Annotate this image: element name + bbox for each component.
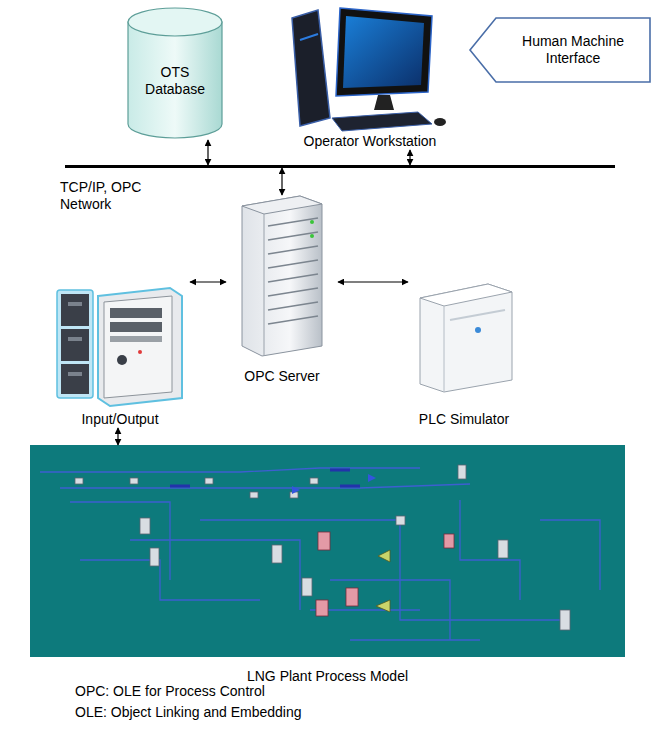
node-label: LNG Plant Process Model [247, 668, 408, 685]
workstation-node: Operator Workstation [290, 4, 450, 150]
hmi-callout: Human Machine Interface [470, 18, 650, 82]
node-label: PLC Simulator [419, 411, 509, 428]
network-bus: TCP/IP, OPC Network [65, 165, 615, 168]
io-node: Input/Output [50, 275, 190, 428]
workstation-icon [292, 8, 446, 131]
server-icon [242, 196, 322, 356]
node-label: Operator Workstation [304, 133, 437, 150]
computer-icon [57, 288, 182, 406]
node-label: OPC Server [244, 368, 319, 385]
plc-node: PLC Simulator [408, 275, 520, 428]
node-label: Human Machine Interface [503, 33, 643, 67]
server-node: OPC Server [226, 195, 338, 385]
database-node: OTS Database [124, 8, 226, 140]
network-label: TCP/IP, OPC Network [60, 179, 164, 213]
connector-arrow [190, 281, 226, 282]
process-model-node: LNG Plant Process Model [30, 445, 625, 685]
connector-arrow [281, 168, 282, 195]
tower-icon [420, 284, 512, 392]
process-model-screen [30, 445, 625, 657]
connector-arrow [207, 140, 208, 165]
callout-shape [470, 18, 650, 82]
connector-arrow [409, 150, 410, 165]
database-cylinder [128, 8, 222, 138]
footnote: OPC: OLE for Process Control [75, 683, 265, 700]
connector-arrow [117, 428, 118, 445]
node-label: OTS Database [130, 64, 220, 98]
footnote: OLE: Object Linking and Embedding [75, 704, 301, 721]
connector-arrow [338, 281, 408, 282]
node-label: Input/Output [81, 411, 158, 428]
